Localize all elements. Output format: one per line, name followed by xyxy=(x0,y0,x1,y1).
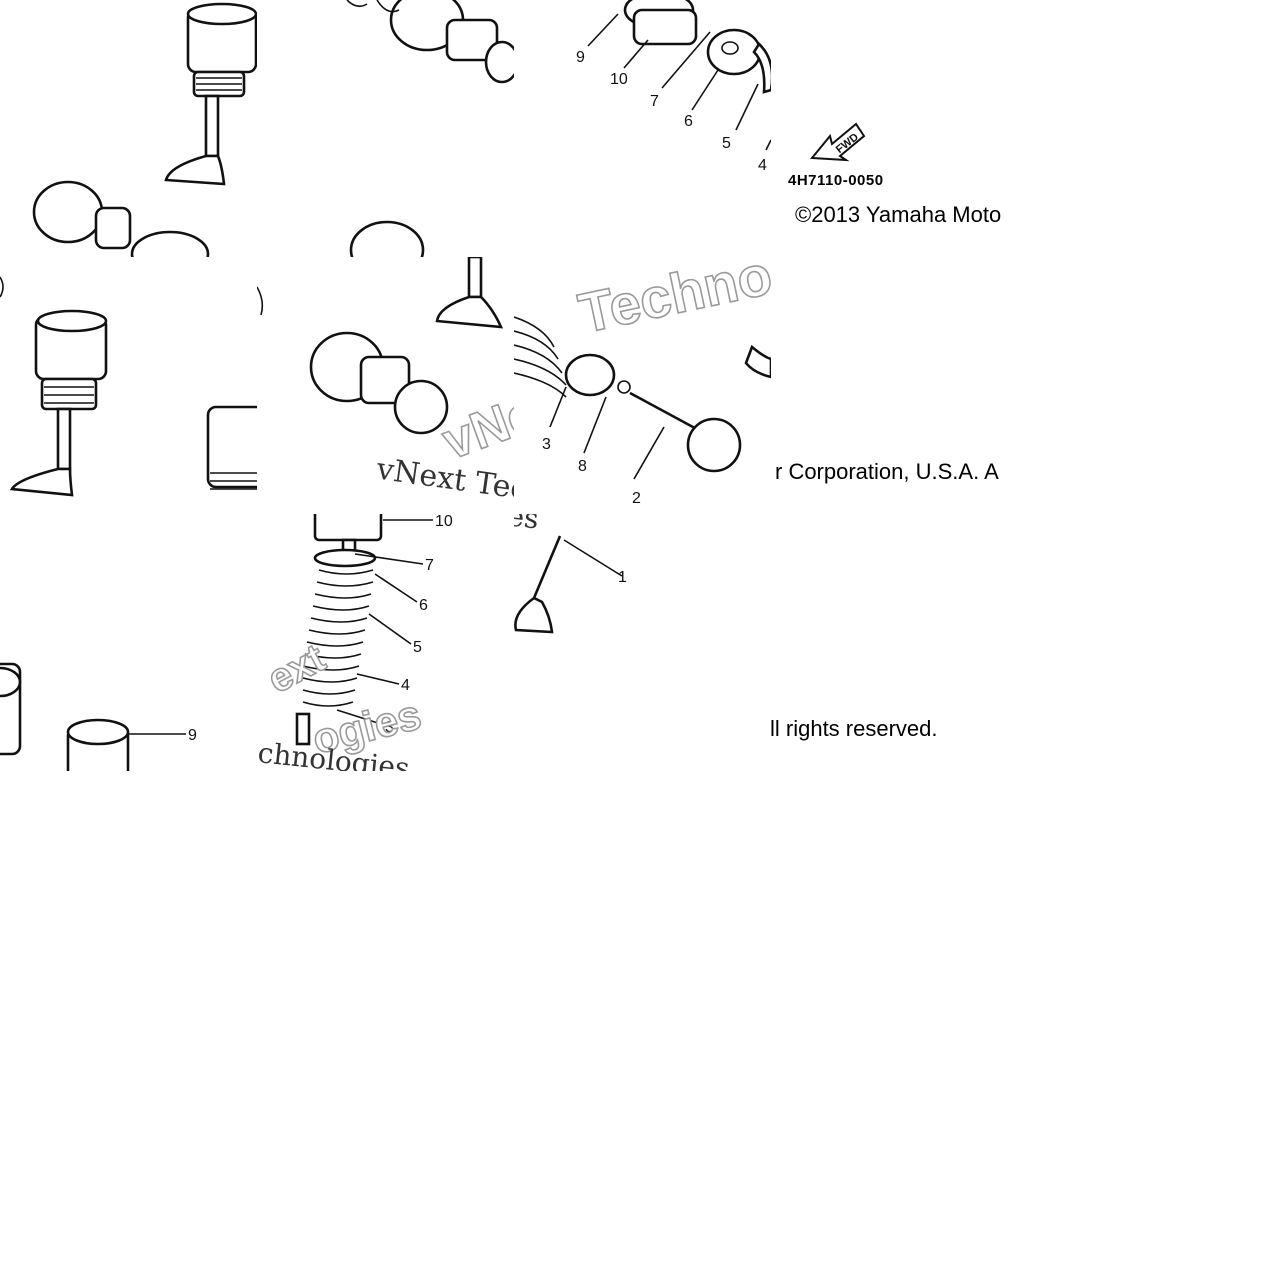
valve-spring xyxy=(514,316,771,473)
callout-5-b: 5 xyxy=(413,639,422,656)
callout-leaders-3 xyxy=(336,519,433,725)
bucket-tappet-edge xyxy=(0,662,22,756)
diagram-tile-b xyxy=(257,0,514,257)
callout-leaders xyxy=(587,13,771,151)
diagram-tile-f: Techno 3 8 2 xyxy=(514,257,771,514)
copyright-line-1: ©2013 Yamaha Moto xyxy=(795,202,1002,227)
watermark-bottom: ext ogies chnologies xyxy=(257,635,426,771)
fwd-arrow-icon: FWD xyxy=(809,122,866,162)
diagram-tile-d xyxy=(0,257,257,514)
copyright-line-3: ll rights reserved. xyxy=(770,716,938,741)
valve-lifter-edge xyxy=(0,276,257,490)
copyright-line-2: r Corporation, U.S.A. A xyxy=(775,459,999,484)
callout-7-b: 7 xyxy=(425,557,434,574)
diagram-tile-a xyxy=(0,0,257,257)
callout-8: 8 xyxy=(578,458,587,475)
callout-4-b: 4 xyxy=(401,677,410,694)
valve-stack-vertical xyxy=(295,514,383,746)
valve-lifter-bottom xyxy=(349,220,425,257)
valve-lifter-top xyxy=(346,0,514,84)
callout-3-b: 3 xyxy=(385,719,394,736)
callout-6: 6 xyxy=(684,113,693,130)
callout-5: 5 xyxy=(722,135,731,152)
svg-text:ext: ext xyxy=(261,636,333,702)
callout-4: 4 xyxy=(758,157,767,174)
bucket-tappet-3 xyxy=(66,718,186,771)
valve-lifter-assembly-2 xyxy=(32,180,210,257)
callout-1: 1 xyxy=(618,569,627,586)
callout-9-b: 9 xyxy=(188,727,197,744)
callout-3: 3 xyxy=(542,436,551,453)
callout-9: 9 xyxy=(576,49,585,66)
bucket-tappet xyxy=(623,0,698,46)
intake-valve xyxy=(514,535,562,634)
callout-10: 10 xyxy=(610,71,628,88)
svg-text:Techno: Techno xyxy=(573,257,771,345)
callout-10-b: 10 xyxy=(435,514,453,530)
callout-6-b: 6 xyxy=(419,597,428,614)
part-code: 4H7110-0050 xyxy=(788,172,884,189)
diagram-tile-c: 9 10 7 6 5 4 xyxy=(514,0,771,257)
diagram-tile-g: 9 xyxy=(0,514,257,771)
svg-text:vNe: vNe xyxy=(435,384,514,471)
watermark-top: Techno xyxy=(573,257,771,346)
callout-7: 7 xyxy=(650,93,659,110)
watermark-mid: logies xyxy=(514,514,540,535)
valve-lifter-assembly-3 xyxy=(9,309,108,497)
diagram-tile-i: logies 1 xyxy=(514,514,771,654)
bucket-tappet-2 xyxy=(309,331,449,435)
spring-retainer xyxy=(706,28,771,94)
callout-2: 2 xyxy=(632,490,641,507)
svg-text:vNext Tec: vNext Tec xyxy=(373,451,514,507)
diagram-tile-e: vNe vNext Tec xyxy=(257,257,514,514)
valve-lifter-assembly xyxy=(164,2,257,186)
valve-head-top xyxy=(435,257,504,329)
diagram-tile-h: 10 7 6 5 4 3 ext ogies chnologies xyxy=(257,514,514,771)
callout-leaders-2 xyxy=(549,386,665,480)
